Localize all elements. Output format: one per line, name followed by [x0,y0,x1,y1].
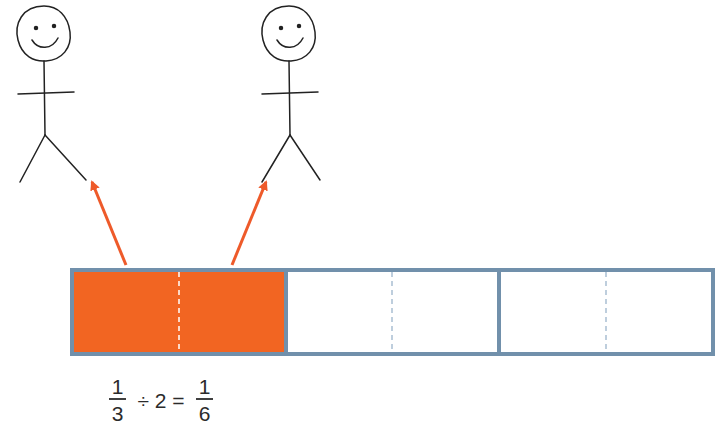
stick-figure [262,6,320,182]
numerator: 1 [112,376,124,397]
third-divider [497,270,501,354]
fraction-line [109,398,126,400]
pointer-arrow [92,182,126,265]
denominator: 3 [112,403,124,424]
shaded-third [72,270,286,354]
denominator: 6 [199,403,211,424]
third-divider [284,270,288,354]
dashed-divider [605,272,607,352]
stick-figure [17,6,86,182]
dashed-divider [178,272,180,352]
operator-text: ÷ 2 = [137,390,184,411]
pointer-arrow [232,182,266,265]
dashed-divider [391,272,393,352]
numerator: 1 [199,376,211,397]
fraction-line [196,398,213,400]
fraction-bar [72,270,713,354]
